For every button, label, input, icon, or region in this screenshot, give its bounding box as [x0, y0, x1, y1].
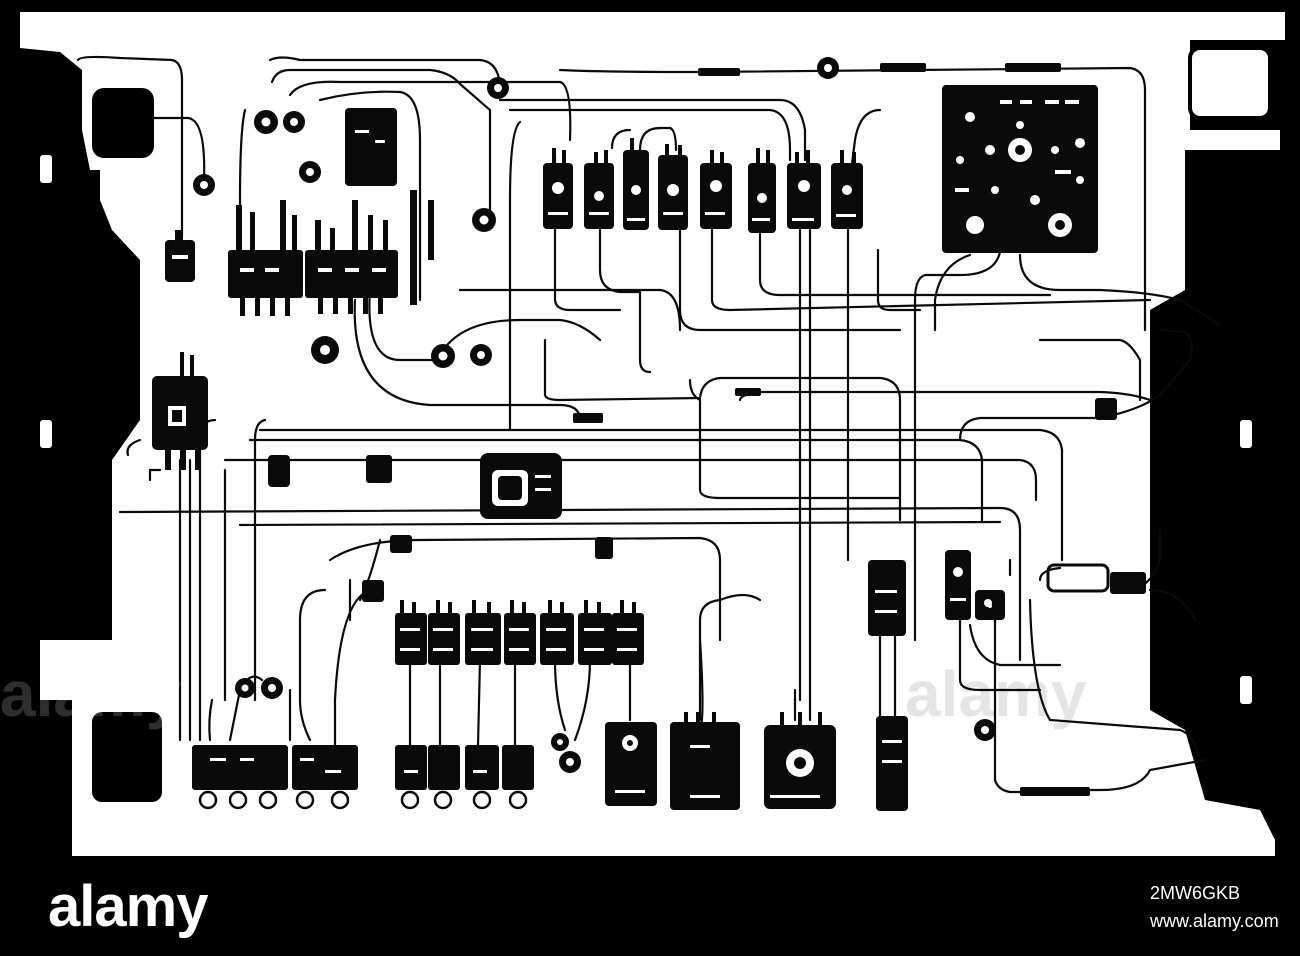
- module-leads: [552, 138, 856, 164]
- terminal-block: [292, 745, 358, 790]
- inline-fuse: [880, 63, 926, 72]
- alamy-logo: alamy: [48, 874, 208, 939]
- connector-clip: [366, 455, 392, 483]
- inline-fuse: [1020, 787, 1090, 796]
- relay-module: [612, 613, 644, 665]
- relay-module: [395, 613, 427, 665]
- connector-clip: [595, 537, 613, 559]
- cutout-top-right: [1188, 46, 1272, 120]
- connector-clip: [390, 535, 412, 553]
- bottom-module-leads: [400, 600, 636, 614]
- terminal-block: [192, 745, 288, 790]
- source-url-label: www.alamy.com: [1150, 911, 1279, 931]
- wire-harness: [76, 55, 1222, 794]
- relay-module: [700, 163, 732, 229]
- terminal-block: [305, 250, 398, 298]
- relay-module: [540, 613, 574, 665]
- inline-fuse: [1005, 63, 1061, 72]
- cutout-top-left: [92, 88, 154, 158]
- meter-box: [605, 722, 657, 806]
- relay-module: [345, 108, 397, 186]
- inline-fuse: [735, 388, 761, 396]
- terminal-block: [228, 250, 303, 298]
- module-markings: [172, 130, 992, 798]
- connector-clip: [268, 455, 290, 487]
- terminal-block: [395, 745, 427, 790]
- board-inset: [0, 856, 1300, 956]
- screw-terminals: [198, 790, 528, 810]
- connector-clip: [1110, 572, 1146, 594]
- relay-module: [543, 163, 573, 229]
- connector-clip: [1095, 398, 1117, 420]
- middle-components: [152, 63, 1146, 796]
- connector-cores: [200, 64, 992, 766]
- watermark-faint-left: alamy: [0, 658, 182, 730]
- terminal-block: [502, 745, 534, 790]
- terminal-block: [428, 745, 460, 790]
- relay-module: [465, 613, 501, 665]
- relay-module: [787, 163, 821, 229]
- relay-module: [428, 613, 460, 665]
- control-panel: [942, 85, 1098, 253]
- terminal-block: [465, 745, 499, 790]
- inline-fuse: [573, 413, 603, 423]
- relay-module: [165, 240, 195, 282]
- relay-module: [831, 163, 863, 229]
- cutout-bottom-left: [92, 712, 162, 802]
- relay-module: [504, 613, 536, 665]
- terminal-blocks-bottom: [192, 712, 836, 810]
- meter-box: [670, 722, 740, 810]
- image-id-label: 2MW6GKB: [1150, 883, 1241, 903]
- module-row-bottom: [395, 600, 644, 665]
- relay-module: [578, 613, 612, 665]
- connector-clip: [362, 580, 384, 602]
- relay-module: [876, 716, 908, 811]
- module-bank-upper-left: [165, 108, 434, 316]
- inline-fuse: [698, 68, 740, 76]
- relay-module: [945, 550, 971, 620]
- edge-marks: [40, 155, 1252, 704]
- relay-module: [868, 560, 906, 636]
- terminal-pins: [236, 200, 388, 316]
- watermark-faint-right: alamy: [905, 658, 1087, 730]
